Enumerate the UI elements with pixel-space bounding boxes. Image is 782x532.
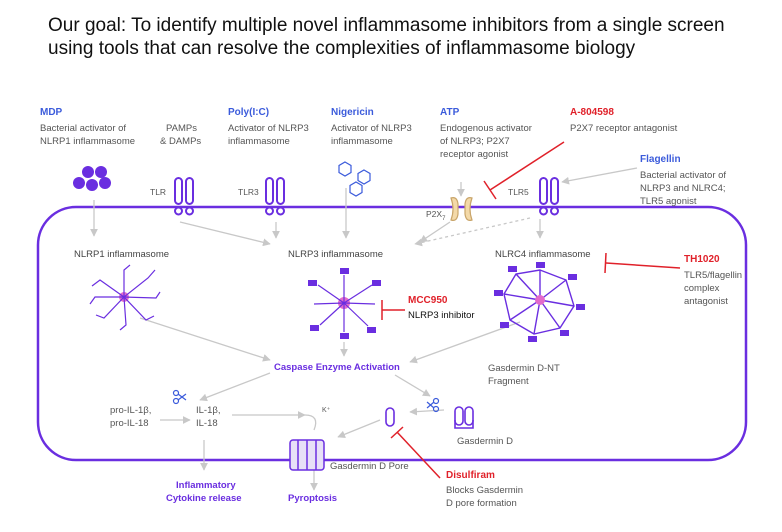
pro-il1b-label: pro-IL-1β, (110, 405, 151, 416)
flagellin-desc: Bacterial activator of (640, 170, 726, 181)
pro-il18-label: pro-IL-18 (110, 418, 149, 429)
nigericin-label: Nigericin (331, 107, 374, 118)
il1b-label: IL-1β, (196, 405, 220, 416)
kplus-label: K⁺ (322, 407, 331, 414)
flagellin-desc: NLRP3 and NLRC4; (640, 183, 726, 194)
mdp-molecule-icon (73, 166, 111, 191)
atp-desc: Endogenous activator (440, 123, 532, 134)
nlrp3-label: NLRP3 inflammasome (288, 249, 383, 260)
nlrc4-inflammasome-icon (503, 269, 575, 335)
gasdermin-pore-icon (289, 439, 325, 471)
polyic-desc: inflammasome (228, 136, 290, 147)
mdp-desc: Bacterial activator of (40, 123, 126, 134)
gasdermin-d-icon (454, 406, 474, 429)
caspase-label: Caspase Enzyme Activation (274, 362, 400, 373)
a804598-desc: P2X7 receptor antagonist (570, 123, 678, 134)
inhibition-lines (381, 141, 681, 479)
gasdermin-nt-label: Fragment (488, 376, 529, 387)
tlr5-receptor-icon (539, 177, 559, 216)
atp-desc: of NLRP3; P2X7 (440, 136, 510, 147)
cytokine-release-label: Cytokine release (166, 493, 242, 504)
pathway-arrows (90, 167, 638, 491)
tlr5-label: TLR5 (508, 187, 529, 197)
nlrc4-label: NLRC4 inflammasome (495, 249, 591, 260)
il18-label: IL-18 (196, 418, 218, 429)
gasdermin-d-nt-fragment-icon (385, 407, 395, 427)
mcc950-desc: NLRP3 inhibitor (408, 310, 475, 321)
polyic-desc: Activator of NLRP3 (228, 123, 309, 134)
nigericin-desc: inflammasome (331, 136, 393, 147)
nlrc4-caspase-domains-icon (494, 262, 585, 342)
nlrp3-pyrin-domains-icon (308, 268, 381, 339)
tlr-label: TLR (150, 187, 166, 197)
mdp-desc: NLRP1 inflammasome (40, 136, 135, 147)
flagellin-desc: TLR5 agonist (640, 196, 697, 207)
a804598-label: A-804598 (570, 107, 614, 118)
cytokine-release-label: Inflammatory (176, 480, 236, 491)
disulfiram-desc: D pore formation (446, 498, 517, 509)
gasdermin-d-label: Gasdermin D (457, 436, 513, 447)
damps-label: & DAMPs (160, 136, 201, 147)
nlrp1-inflammasome-icon (89, 264, 161, 331)
tlr-receptor-icon (174, 177, 194, 216)
mdp-label: MDP (40, 107, 63, 118)
th1020-desc: complex (684, 283, 720, 294)
nlrp1-label: NLRP1 inflammasome (74, 249, 169, 260)
kplus-arrow (304, 414, 317, 431)
tlr3-label: TLR3 (238, 187, 259, 197)
th1020-label: TH1020 (684, 254, 720, 265)
th1020-desc: TLR5/flagellin (684, 270, 742, 281)
gasdermin-nt-label: Gasdermin D-NT (488, 363, 560, 374)
disulfiram-desc: Blocks Gasdermin (446, 485, 523, 496)
tlr3-receptor-icon (265, 177, 285, 216)
scissors-icon (172, 389, 187, 405)
p2x7-channel-icon (450, 197, 473, 221)
flagellin-label: Flagellin (640, 154, 681, 165)
polyic-label: Poly(I:C) (228, 107, 269, 118)
nigericin-molecule-icon (338, 161, 371, 197)
nlrp3-inflammasome-icon (313, 275, 376, 332)
p2x7-label: P2X7 (426, 209, 446, 222)
mcc950-label: MCC950 (408, 295, 448, 306)
cell-membrane (36, 205, 748, 462)
page-title: Our goal: To identify multiple novel inf… (48, 15, 725, 59)
pyroptosis-label: Pyroptosis (288, 493, 337, 504)
disulfiram-label: Disulfiram (446, 470, 495, 481)
gasdermin-pore-label: Gasdermin D Pore (330, 461, 409, 472)
nigericin-desc: Activator of NLRP3 (331, 123, 412, 134)
pamps-label: PAMPs (166, 123, 197, 134)
atp-desc: receptor agonist (440, 149, 508, 160)
atp-label: ATP (440, 107, 460, 118)
th1020-desc: antagonist (684, 296, 728, 307)
scissors-icon (426, 397, 440, 413)
